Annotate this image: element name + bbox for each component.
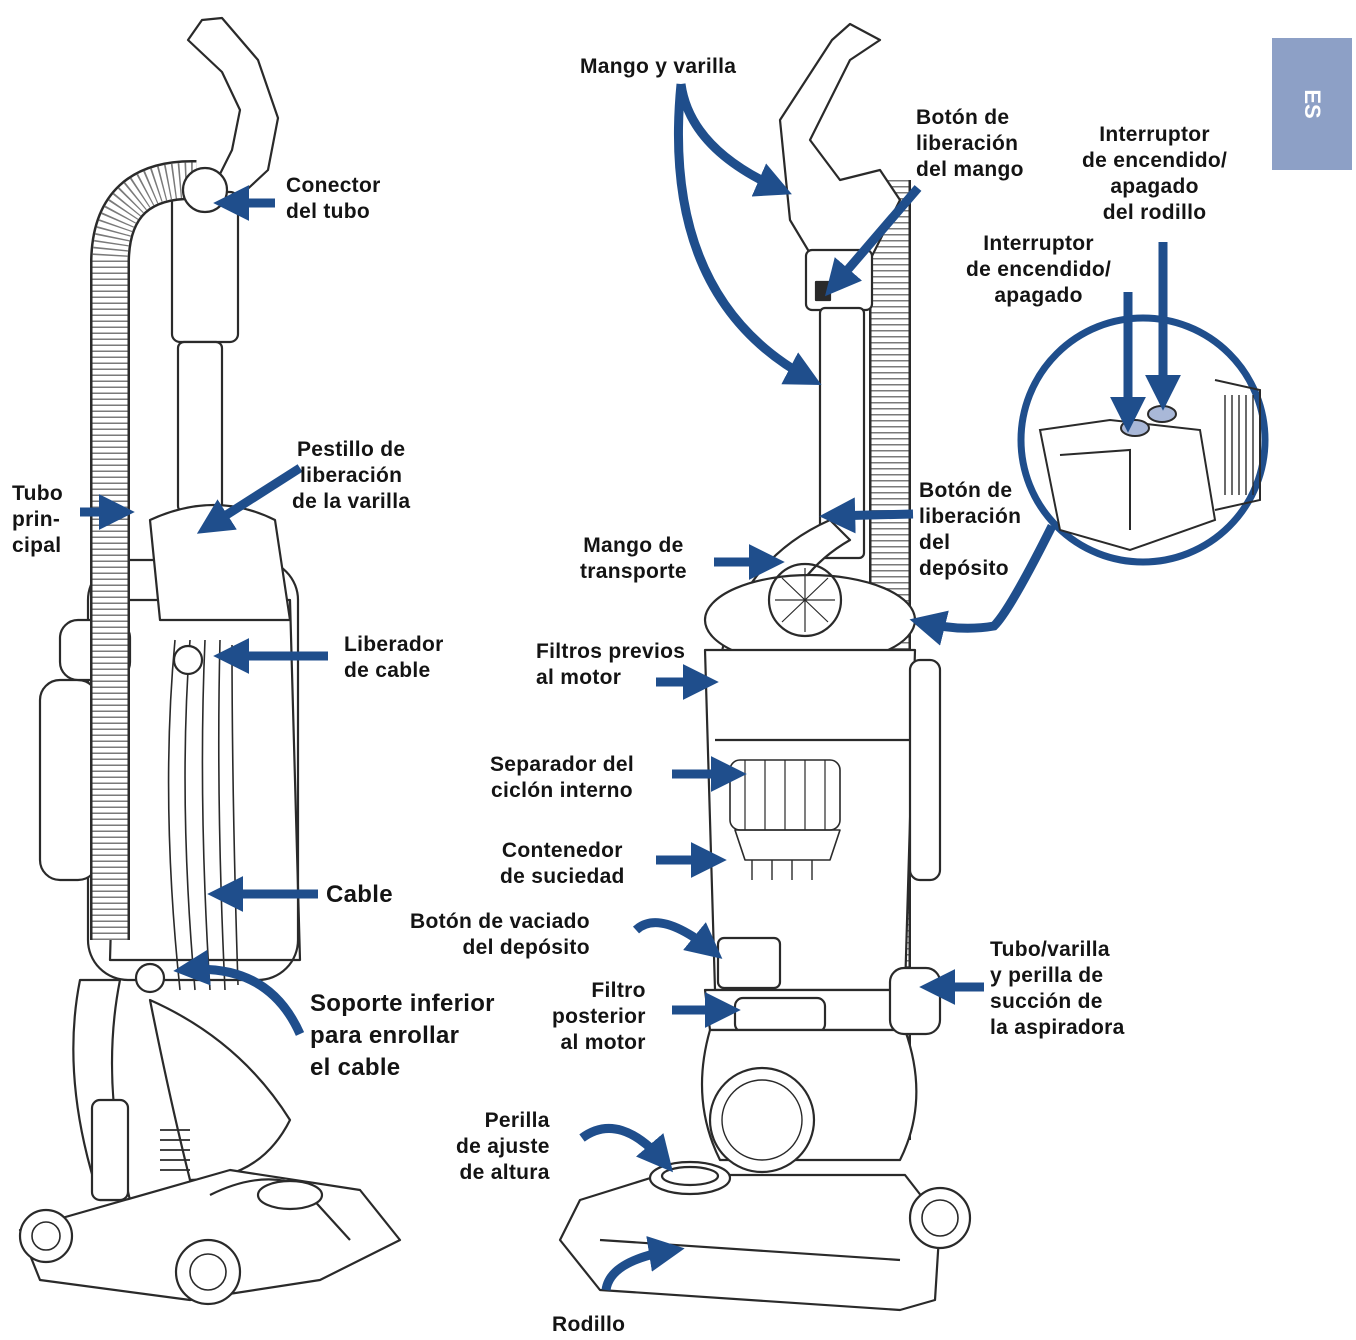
label-tank-empty-button: Botón de vaciado del depósito (410, 910, 590, 959)
left-cord-bundle (167, 639, 239, 991)
rear-view-vacuum (18, 16, 402, 1306)
right-wheel (908, 1186, 972, 1250)
label-power-switch: Interruptor de encendido/ apagado (966, 232, 1112, 307)
left-rear-wheel (174, 1238, 242, 1306)
label-brushroll: Rodillo (552, 1313, 626, 1336)
callout-arrows (80, 83, 1181, 1292)
label-tank-release-button: Botón de liberación del depósito (919, 479, 1022, 580)
suction-knob-shape (888, 966, 942, 1036)
label-pre-motor-filters: Filtros previos al motor (536, 640, 686, 689)
power-switch-button (1120, 419, 1150, 437)
label-handle-and-wand: Mango y varilla (580, 55, 737, 78)
label-post-motor-filter: Filtro posterior al motor (552, 979, 646, 1054)
label-lower-cord-wrap: Soporte inferior para enrollar el cable (310, 990, 495, 1081)
language-tab: ES (1272, 38, 1352, 170)
empty-button-shape (716, 936, 782, 990)
label-inner-cyclone-separator: Separador del ciclón interno (490, 753, 634, 802)
left-wand (170, 190, 240, 344)
right-floor-nozzle (558, 1173, 942, 1312)
front-view-vacuum (558, 22, 972, 1312)
left-handle-grip (186, 16, 280, 198)
label-handle-release-button: Botón de liberación del mango (916, 106, 1024, 181)
label-cord-release: Liberador de cable (344, 633, 444, 682)
label-cord: Cable (326, 881, 393, 908)
brushroll-switch-button (1147, 405, 1177, 423)
label-wand-release-latch: Pestillo de liberación de la varilla (292, 438, 411, 513)
label-brushroll-switch: Interruptor de encendido/ apagado del ro… (1082, 123, 1228, 224)
label-height-adjust-knob: Perilla de ajuste de altura (456, 1109, 550, 1184)
switch-zoom-inset (1017, 314, 1269, 566)
label-main-tube: Tubo prin- cipal (12, 482, 63, 557)
label-hose-wand-suction-knob: Tubo/varilla y perilla de succión de la … (990, 938, 1125, 1039)
label-dirt-container: Contenedor de suciedad (500, 839, 625, 888)
label-carry-handle: Mango de transporte (580, 534, 687, 583)
label-tube-connector: Conector del tubo (286, 174, 381, 223)
